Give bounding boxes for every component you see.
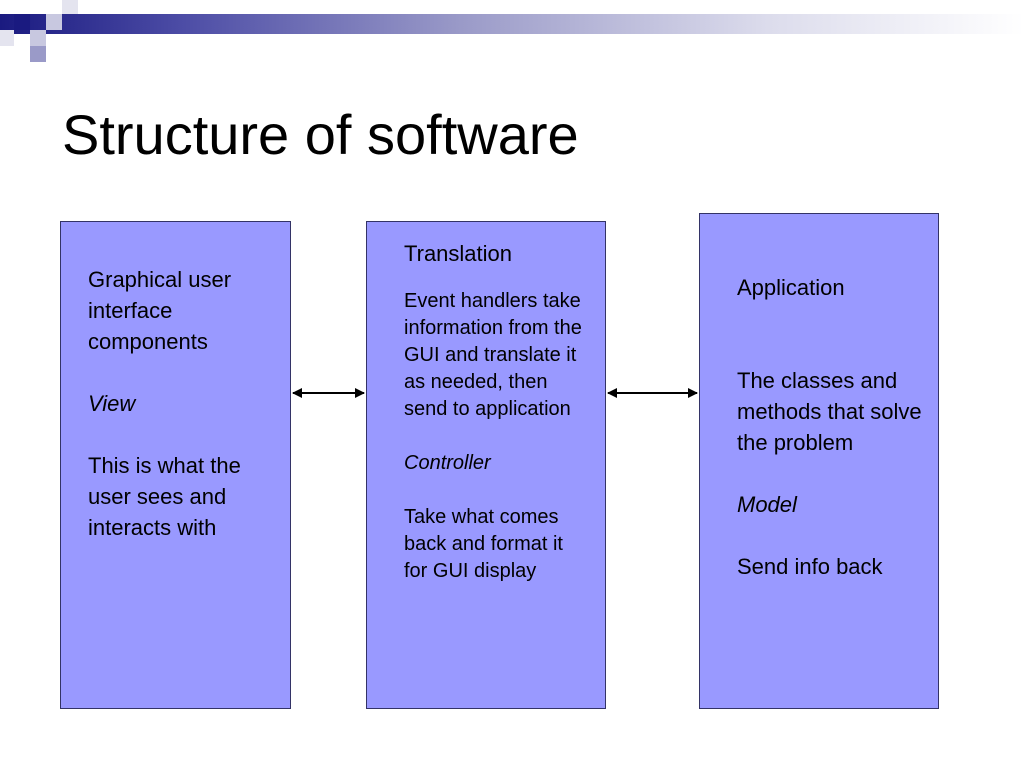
model-box: Application The classes and methods that… bbox=[699, 213, 939, 709]
decorative-square bbox=[62, 0, 78, 14]
view-heading: Graphical user interface components bbox=[88, 267, 232, 354]
slide-title: Structure of software bbox=[62, 103, 579, 166]
decorative-square bbox=[30, 30, 46, 46]
view-role: View bbox=[88, 388, 270, 419]
model-heading: Application bbox=[737, 275, 845, 300]
controller-role-text: Controller bbox=[404, 452, 491, 474]
decorative-square bbox=[30, 46, 46, 62]
controller-role: Controller bbox=[404, 450, 591, 477]
model-role: Model bbox=[737, 489, 924, 520]
controller-note: Take what comes back and format it for G… bbox=[404, 506, 563, 582]
model-role-text: Model bbox=[737, 492, 797, 517]
controller-box: Translation Event handlers take informat… bbox=[366, 221, 606, 709]
controller-heading: Translation bbox=[404, 241, 513, 266]
model-note: Send info back bbox=[737, 554, 883, 579]
controller-description: Event handlers take information from the… bbox=[404, 290, 582, 420]
decorative-square bbox=[46, 14, 62, 30]
view-description: This is what the user sees and interacts… bbox=[88, 453, 241, 540]
decorative-square bbox=[14, 14, 30, 30]
view-box: Graphical user interface components View… bbox=[60, 221, 291, 709]
header-gradient-bar bbox=[0, 14, 1024, 34]
decorative-square bbox=[0, 30, 14, 46]
model-description: The classes and methods that solve the p… bbox=[737, 368, 922, 455]
view-role-text: View bbox=[88, 391, 136, 416]
